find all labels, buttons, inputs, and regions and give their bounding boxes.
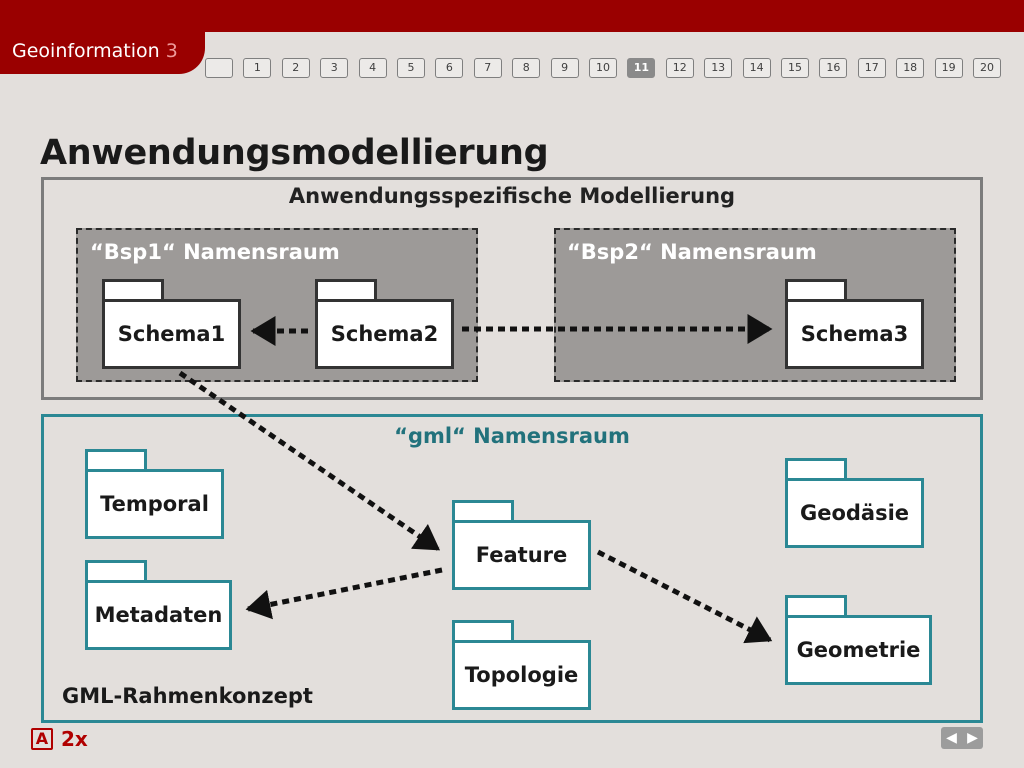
slide-nav-arrows: ◀ ▶ bbox=[941, 727, 983, 749]
package-label: Schema1 bbox=[102, 299, 241, 369]
application-modeling-frame bbox=[41, 177, 983, 400]
gml-namespace-label: “gml“ Namensraum bbox=[394, 424, 630, 448]
page-button-8[interactable]: 8 bbox=[512, 58, 541, 78]
page-button-2[interactable]: 2 bbox=[281, 58, 310, 78]
page-title: Anwendungsmodellierung bbox=[40, 133, 549, 173]
title-tab bbox=[0, 0, 205, 74]
package-label: Feature bbox=[452, 520, 591, 590]
package-label: Geometrie bbox=[785, 615, 932, 685]
package-label: Schema3 bbox=[785, 299, 924, 369]
page-button-9[interactable]: 9 bbox=[550, 58, 579, 78]
page-button-10[interactable]: 10 bbox=[589, 58, 617, 78]
package-label: Topologie bbox=[452, 640, 591, 710]
package-label: Temporal bbox=[85, 469, 224, 539]
page-button-14[interactable]: 14 bbox=[742, 58, 771, 78]
page-button-1[interactable]: 1 bbox=[243, 58, 272, 78]
page-button-18[interactable]: 18 bbox=[896, 58, 925, 78]
page-button-17[interactable]: 17 bbox=[857, 58, 886, 78]
package-label: Geodäsie bbox=[785, 478, 924, 548]
gml-framework-label: GML-Rahmenkonzept bbox=[62, 684, 313, 708]
page-button-3[interactable]: 3 bbox=[320, 58, 349, 78]
triangle-left-icon[interactable]: ◀ bbox=[946, 730, 957, 746]
triangle-right-icon[interactable]: ▶ bbox=[967, 730, 978, 746]
page-button-15[interactable]: 15 bbox=[781, 58, 809, 78]
page-button-20[interactable]: 20 bbox=[973, 58, 1001, 78]
application-modeling-label: Anwendungsspezifische Modellierung bbox=[288, 184, 736, 208]
page-button-5[interactable]: 5 bbox=[397, 58, 425, 78]
accessibility-badge[interactable]: A bbox=[31, 728, 53, 750]
page-button-4[interactable]: 4 bbox=[358, 58, 387, 78]
namespace-bsp1-label: “Bsp1“ Namensraum bbox=[90, 240, 340, 264]
zoom-indicator[interactable]: 2x bbox=[61, 727, 88, 751]
page-button-16[interactable]: 16 bbox=[819, 58, 848, 78]
page-button-home[interactable] bbox=[205, 58, 233, 78]
app-title-number: 3 bbox=[165, 40, 178, 62]
page-button-19[interactable]: 19 bbox=[934, 58, 963, 78]
namespace-bsp2-label: “Bsp2“ Namensraum bbox=[567, 240, 817, 264]
package-label: Metadaten bbox=[85, 580, 232, 650]
gml-frame bbox=[41, 414, 983, 723]
package-label: Schema2 bbox=[315, 299, 454, 369]
page-button-7[interactable]: 7 bbox=[473, 58, 502, 78]
page-button-11[interactable]: 11 bbox=[627, 58, 656, 78]
app-title-text: Geoinformation bbox=[12, 40, 160, 62]
page-button-6[interactable]: 6 bbox=[435, 58, 464, 78]
page-button-13[interactable]: 13 bbox=[704, 58, 733, 78]
app-title: Geoinformation 3 bbox=[12, 40, 178, 62]
page-button-12[interactable]: 12 bbox=[665, 58, 694, 78]
